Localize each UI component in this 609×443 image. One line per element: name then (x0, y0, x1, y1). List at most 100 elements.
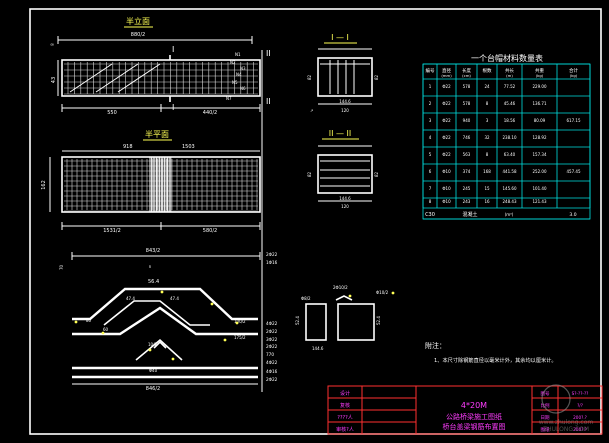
bending-rebar-mark: 2Φ22 (266, 252, 278, 257)
table-cell: 3 (429, 118, 432, 123)
table-cell: Φ22 (442, 152, 451, 157)
notes-line-1: 1、本尺寸除钢筋直径以毫米计外，其余均以厘米计。 (434, 356, 557, 364)
elevation-rebar-mark: N3 (240, 66, 246, 71)
table-cell: 1 (429, 84, 432, 89)
elevation-rebar-mark: N4 (236, 72, 242, 77)
svg-text:82: 82 (374, 74, 379, 80)
notes: 附注： 1、本尺寸除钢筋直径以毫米计外，其余均以厘米计。 (425, 341, 557, 364)
title-line-2: 桥台盖梁钢筋布置图 (443, 422, 506, 431)
watermark-line-2: ZHULONG.COM (543, 426, 589, 433)
table-cell: 18.56 (504, 118, 516, 123)
table-cell: 128.92 (533, 135, 547, 140)
section-1-title: I — I (331, 33, 349, 42)
title-drawing-no: 4*20M (461, 401, 487, 410)
table-cell: Φ22 (442, 135, 451, 140)
plan-dim-right: 580/2 (203, 228, 217, 234)
table-cell: Φ10 (442, 186, 451, 191)
table-cell: 243 (463, 199, 471, 204)
bending-rebar-mark: 2Φ22 (266, 377, 278, 382)
table-unit: (kg) (570, 73, 578, 78)
table-cell: 4 (429, 135, 432, 140)
table-cell: Φ22 (442, 84, 451, 89)
table-cell: Φ22 (442, 118, 451, 123)
section-1-view: I — I 82 82 144.6 120 ↗ (307, 33, 379, 113)
table-header: 编号 (426, 67, 435, 74)
table-unit: (m) (506, 73, 513, 78)
table-header: 合计 (569, 67, 578, 74)
table-cell: Φ22 (442, 101, 451, 106)
table-cell: 441.58 (503, 169, 517, 174)
svg-text:70: 70 (59, 264, 64, 270)
table-cell: 7 (429, 186, 432, 191)
title-block-left-label: ????人 (337, 415, 353, 421)
table-cell: 16 (484, 199, 490, 204)
table-cell: 746 (463, 135, 471, 140)
elevation-body (61, 59, 261, 97)
stirrup-1 (305, 303, 327, 341)
bending-dim-2: 47.4 (126, 296, 135, 301)
table-cell: 168 (483, 169, 491, 174)
bending-rebar-mark: 3Φ22 (266, 337, 278, 342)
stirrup-dim-2: 144.6 (312, 346, 324, 351)
table-header: 根数 (483, 67, 492, 74)
table-footer-unit: (m³) (505, 212, 514, 217)
elevation-rebar-mark: N1 (235, 52, 241, 57)
section-2-title: II — II (329, 129, 352, 138)
table-cell: 245 (463, 186, 471, 191)
table-cell: 374 (463, 169, 471, 174)
table-unit: (mm) (441, 73, 452, 78)
svg-text:82: 82 (307, 74, 312, 80)
title-block-left-label: 设计 (340, 390, 350, 397)
section-2-view: II — II 82 82 144.6 120 (307, 129, 379, 209)
elevation-scale: 880/2 (131, 32, 145, 38)
bending-dim-4: 80 (86, 318, 92, 323)
plan-view: 半平面 918 1503 162 1531/2 580/2 (41, 129, 261, 234)
table-header: 长度 (462, 67, 471, 74)
stirrup-details: 2Φ10/2 Φ8/2 Φ10/2 52.4 144.6 52.4 (295, 285, 395, 351)
bending-rebar-mark: 4Φ22 (266, 321, 278, 326)
notes-heading: 附注： (425, 341, 446, 350)
table-cell: 80.09 (534, 118, 546, 123)
section-mark-2-bottom: II (266, 97, 271, 106)
table-header: 共长 (505, 67, 514, 74)
bending-dim-6: 100/2 (234, 319, 246, 324)
bending-rebar-mark: 2Φ22 (266, 329, 278, 334)
plan-scale-2: 1503 (182, 144, 195, 150)
table-cell: 238.10 (503, 135, 517, 140)
table-cell: 63.40 (504, 152, 516, 157)
bending-dim-5: 60 (103, 327, 109, 332)
table-cell: Φ10 (442, 199, 451, 204)
table-cell: 157.34 (533, 152, 547, 157)
elevation-dim-left: 550 (107, 110, 117, 116)
section-2-dim: 144.6 (339, 196, 351, 201)
bending-schedule: 843/2 70 n 56.4 47.4 47.4 80 60 100/2 10… (59, 120, 278, 392)
title-block-left-label: 审核?人 (336, 426, 354, 433)
stirrup-dim-3: 52.4 (376, 316, 381, 325)
title-block-right-label: 比例 (541, 402, 550, 409)
title-block-right-label: 图号 (541, 391, 550, 397)
section-1-dim: 144.6 (339, 99, 351, 104)
title-block-right-value: 200?.? (573, 427, 587, 432)
section-1-outline (317, 57, 373, 97)
bending-rebar-mark: 2Φ22 (266, 344, 278, 349)
table-cell: 563 (463, 152, 471, 157)
bending-dim-1: 56.4 (148, 279, 159, 285)
svg-text:120: 120 (341, 204, 349, 209)
table-cell: 32 (484, 135, 490, 140)
svg-text:120: 120 (341, 108, 349, 113)
table-cell: 8 (486, 152, 489, 157)
title-block-left-label: 复核 (340, 402, 350, 409)
svg-text:82: 82 (374, 171, 379, 177)
title-line-1: 公路桥梁施工图纸 (446, 412, 502, 421)
table-cell: 77.52 (504, 84, 516, 89)
watermark: www.zhulong.com ZHULONG.COM (539, 384, 594, 433)
watermark-line-1: www.zhulong.com (539, 419, 594, 426)
table-cell: 578 (463, 101, 471, 106)
table-cell: 5 (429, 152, 432, 157)
table-cell: 940 (463, 118, 471, 123)
bending-rebar-mark: 1Φ16 (266, 260, 278, 265)
svg-text:↗: ↗ (310, 108, 313, 113)
